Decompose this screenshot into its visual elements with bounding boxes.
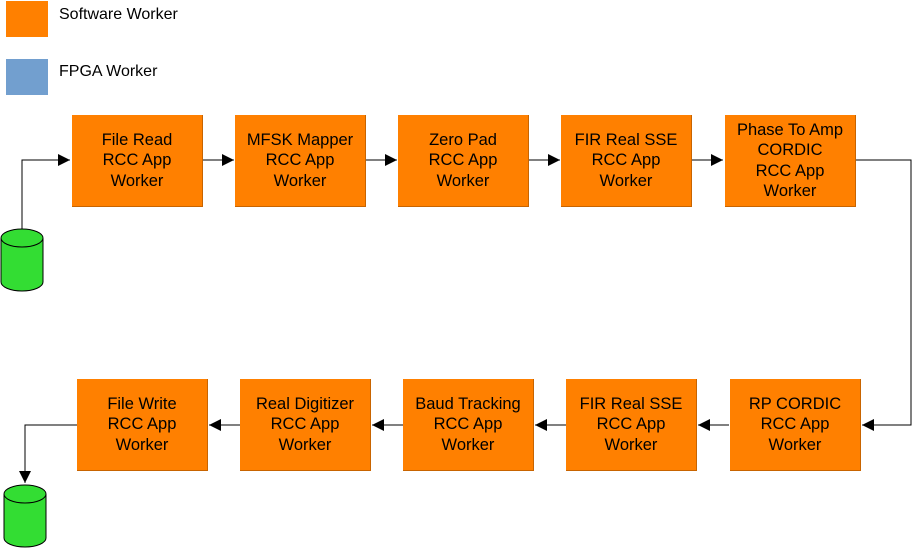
legend-fpga-worker-label: FPGA Worker	[59, 63, 158, 80]
worker-fir-real-sse-bottom: FIR Real SSE RCC App Worker	[566, 379, 697, 471]
connector-input-to-file-read	[21, 154, 70, 229]
worker-label: File Write RCC App Worker	[107, 394, 177, 454]
worker-file-write: File Write RCC App Worker	[77, 379, 208, 471]
legend-software-worker-swatch	[6, 1, 48, 37]
output-storage-icon	[3, 484, 47, 548]
worker-label: File Read RCC App Worker	[101, 130, 173, 190]
connector-file-write-to-output	[19, 424, 77, 483]
worker-baud-tracking: Baud Tracking RCC App Worker	[403, 379, 534, 471]
worker-zero-pad: Zero Pad RCC App Worker	[398, 115, 529, 207]
worker-phase-to-amp-cordic: Phase To Amp CORDIC RCC App Worker	[725, 115, 856, 207]
legend-fpga-worker-swatch	[6, 59, 48, 95]
worker-label: Zero Pad RCC App Worker	[428, 130, 498, 190]
worker-real-digitizer: Real Digitizer RCC App Worker	[240, 379, 371, 471]
worker-rp-cordic: RP CORDIC RCC App Worker	[730, 379, 861, 471]
input-storage-icon	[0, 228, 44, 292]
legend-software-worker-label: Software Worker	[59, 6, 178, 23]
worker-label: FIR Real SSE RCC App Worker	[579, 394, 683, 454]
worker-label: MFSK Mapper RCC App Worker	[246, 130, 354, 190]
worker-label: FIR Real SSE RCC App Worker	[574, 130, 678, 190]
worker-label: Phase To Amp CORDIC RCC App Worker	[736, 120, 844, 201]
worker-fir-real-sse-top: FIR Real SSE RCC App Worker	[561, 115, 692, 207]
worker-file-read: File Read RCC App Worker	[72, 115, 203, 207]
worker-label: Real Digitizer RCC App Worker	[255, 394, 355, 454]
worker-label: Baud Tracking RCC App Worker	[415, 394, 521, 454]
worker-mfsk-mapper: MFSK Mapper RCC App Worker	[235, 115, 366, 207]
worker-label: RP CORDIC RCC App Worker	[748, 394, 842, 454]
connector-phase-to-amp-to-rp-cordic	[855, 159, 912, 431]
